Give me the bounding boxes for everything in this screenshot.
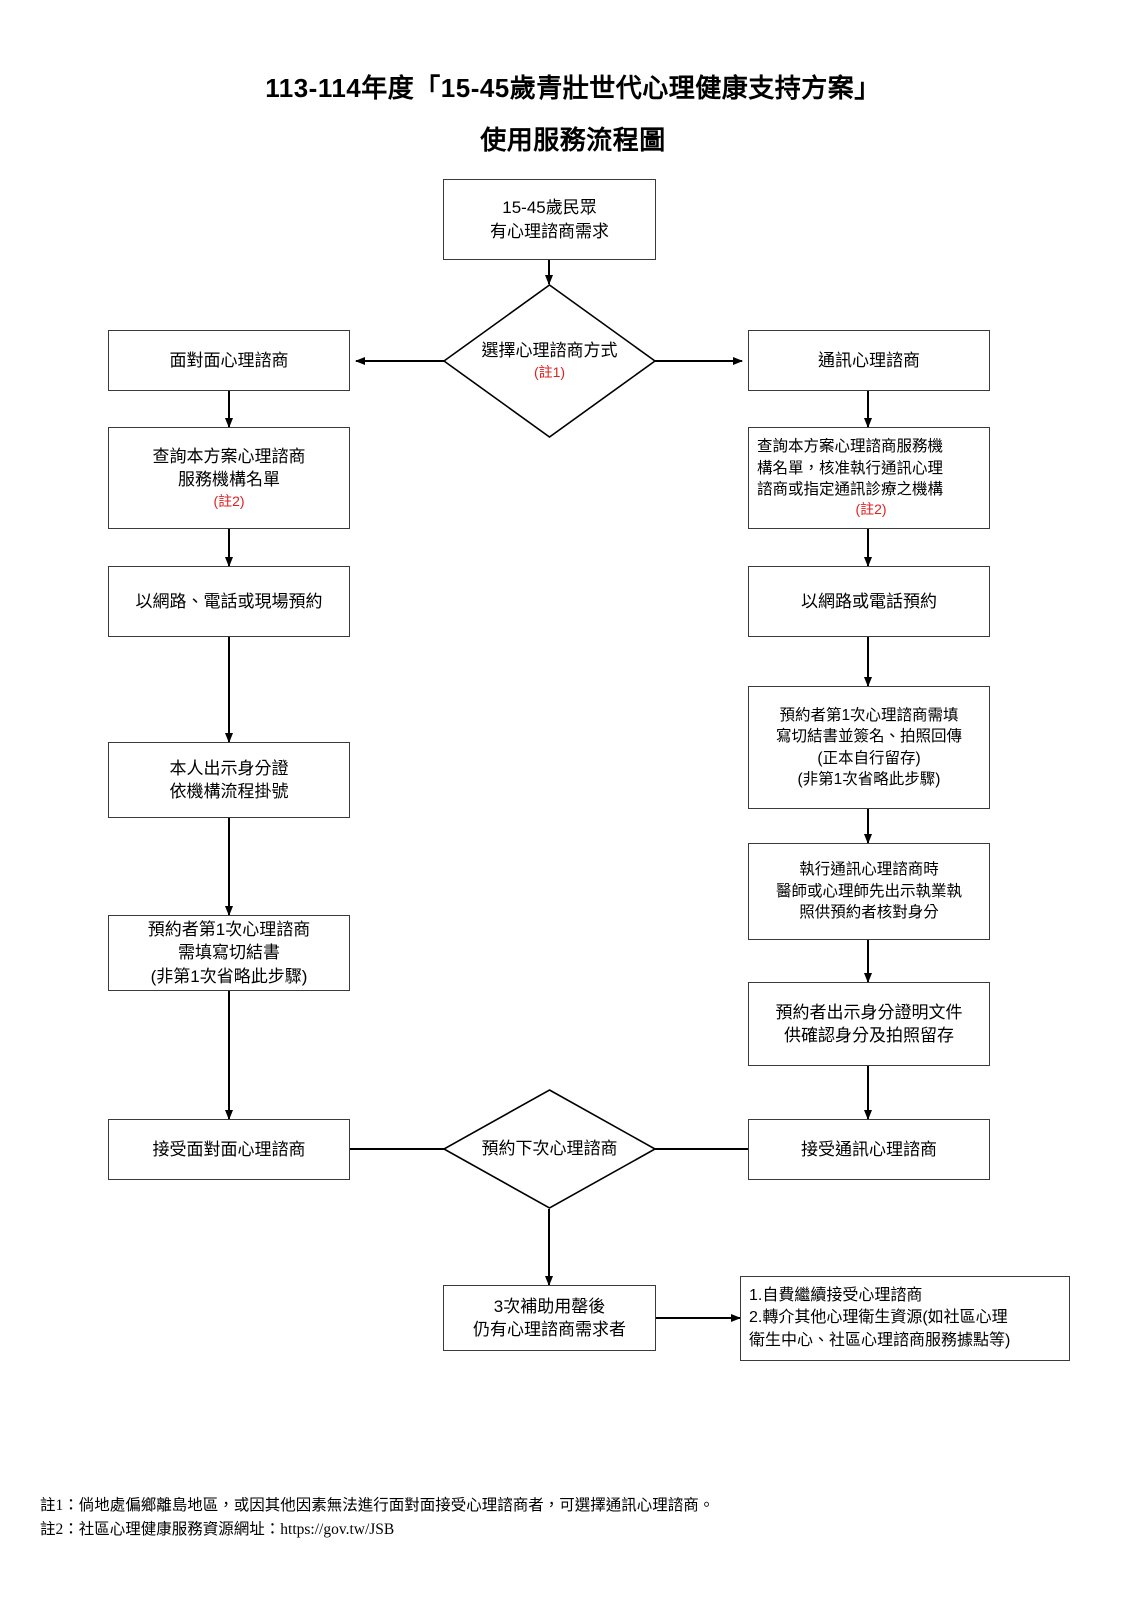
node-left-show-id-line1: 本人出示身分證 [169, 758, 289, 778]
footnote-1: 註1：倘地處偏鄉離島地區，或因其他因素無法進行面對面接受心理諮商者，可選擇通訊心… [40, 1494, 714, 1517]
node-right-affidavit-line4: (非第1次省略此步驟) [797, 770, 941, 788]
node-right-query-list-line2: 構名單，核准執行通訊心理 [757, 459, 944, 477]
node-right-license-line2: 醫師或心理師先出示執業執 [775, 882, 962, 900]
footnote-2: 註2：社區心理健康服務資源網址：https://gov.tw/JSB [40, 1518, 394, 1541]
node-right-identity-line1: 預約者出示身分證明文件 [775, 1002, 963, 1022]
footnote-1-text: 倘地處偏鄉離島地區，或因其他因素無法進行面對面接受心理諮商者，可選擇通訊心理諮商… [78, 1497, 715, 1514]
node-after-three-sessions-line2: 仍有心理諮商需求者 [473, 1320, 626, 1339]
node-left-query-list-note: (註2) [213, 492, 245, 509]
node-left-booking[interactable]: 以網路、電話或現場預約 [108, 566, 350, 637]
node-left-query-list-line1: 查詢本方案心理諮商 [152, 446, 306, 466]
node-face-to-face[interactable]: 面對面心理諮商 [108, 330, 350, 391]
node-right-license-line3: 照供預約者核對身分 [799, 904, 939, 922]
node-right-query-list[interactable]: 查詢本方案心理諮商服務機 構名單，核准執行通訊心理 諮商或指定通訊診療之機構 (… [748, 427, 990, 529]
decision-book-next[interactable]: 預約下次心理諮商 [443, 1089, 656, 1209]
node-start-line1: 15-45歲民眾 [502, 198, 597, 218]
node-right-receive-line1: 接受通訊心理諮商 [801, 1139, 937, 1159]
node-options-line2: 2.轉介其他心理衛生資源(如社區心理 [749, 1309, 1008, 1327]
node-start[interactable]: 15-45歲民眾 有心理諮商需求 [443, 179, 656, 260]
node-options-line1: 1.自費繼續接受心理諮商 [749, 1287, 923, 1305]
node-right-booking-line1: 以網路或電話預約 [801, 591, 937, 611]
page-title-line1: 113-114年度「15-45歲青壯世代心理健康支持方案」 [265, 73, 881, 103]
footnote-2-url[interactable]: https://gov.tw/JSB [280, 1521, 395, 1538]
node-right-affidavit-line1: 預約者第1次心理諮商需填 [779, 706, 959, 724]
node-left-affidavit[interactable]: 預約者第1次心理諮商 需填寫切結書 (非第1次省略此步驟) [108, 915, 350, 991]
node-options-line3: 衛生中心、社區心理諮商服務據點等) [749, 1331, 1011, 1349]
node-after-three-sessions-line1: 3次補助用罄後 [493, 1296, 606, 1316]
node-right-query-list-line1: 查詢本方案心理諮商服務機 [757, 438, 944, 456]
node-start-line2: 有心理諮商需求 [490, 221, 609, 241]
diamond-shape [443, 284, 656, 438]
footnote-1-label: 註1： [40, 1497, 79, 1514]
node-left-receive[interactable]: 接受面對面心理諮商 [108, 1119, 350, 1180]
node-right-query-list-note: (註2) [855, 501, 887, 518]
node-right-affidavit-line2: 寫切結書並簽名、拍照回傳 [775, 728, 962, 746]
footnote-2-label: 註2： [40, 1521, 79, 1538]
node-left-query-list[interactable]: 查詢本方案心理諮商 服務機構名單 (註2) [108, 427, 350, 529]
node-right-identity-line2: 供確認身分及拍照留存 [784, 1026, 954, 1045]
node-telehealth[interactable]: 通訊心理諮商 [748, 330, 990, 391]
page-title-line2: 使用服務流程圖 [480, 125, 666, 155]
node-left-query-list-line2: 服務機構名單 [178, 470, 280, 490]
decision-choose-method[interactable]: 選擇心理諮商方式 (註1) [443, 284, 656, 438]
node-telehealth-line1: 通訊心理諮商 [818, 350, 920, 370]
node-left-affidavit-line3: (非第1次省略此步驟) [150, 966, 308, 986]
diamond-shape [443, 1089, 656, 1209]
node-right-receive[interactable]: 接受通訊心理諮商 [748, 1119, 990, 1180]
node-left-receive-line1: 接受面對面心理諮商 [152, 1139, 306, 1159]
node-right-identity[interactable]: 預約者出示身分證明文件 供確認身分及拍照留存 [748, 982, 990, 1066]
node-face-to-face-line1: 面對面心理諮商 [169, 350, 289, 370]
node-right-booking[interactable]: 以網路或電話預約 [748, 566, 990, 637]
node-left-show-id[interactable]: 本人出示身分證 依機構流程掛號 [108, 742, 350, 818]
node-right-license[interactable]: 執行通訊心理諮商時 醫師或心理師先出示執業執 照供預約者核對身分 [748, 843, 990, 940]
node-left-affidavit-line1: 預約者第1次心理諮商 [147, 919, 311, 939]
node-left-show-id-line2: 依機構流程掛號 [169, 782, 289, 801]
node-right-query-list-line3: 諮商或指定通訊診療之機構 [757, 481, 944, 499]
node-right-affidavit[interactable]: 預約者第1次心理諮商需填 寫切結書並簽名、拍照回傳 (正本自行留存) (非第1次… [748, 686, 990, 809]
node-left-affidavit-line2: 需填寫切結書 [178, 943, 280, 963]
footnote-2-text: 社區心理健康服務資源網址： [78, 1521, 281, 1538]
node-right-affidavit-line3: (正本自行留存) [817, 749, 921, 767]
node-options[interactable]: 1.自費繼續接受心理諮商 2.轉介其他心理衛生資源(如社區心理 衛生中心、社區心… [740, 1276, 1070, 1361]
node-after-three-sessions[interactable]: 3次補助用罄後 仍有心理諮商需求者 [443, 1285, 656, 1351]
node-left-booking-line1: 以網路、電話或現場預約 [135, 591, 323, 611]
node-right-license-line1: 執行通訊心理諮商時 [799, 861, 939, 879]
